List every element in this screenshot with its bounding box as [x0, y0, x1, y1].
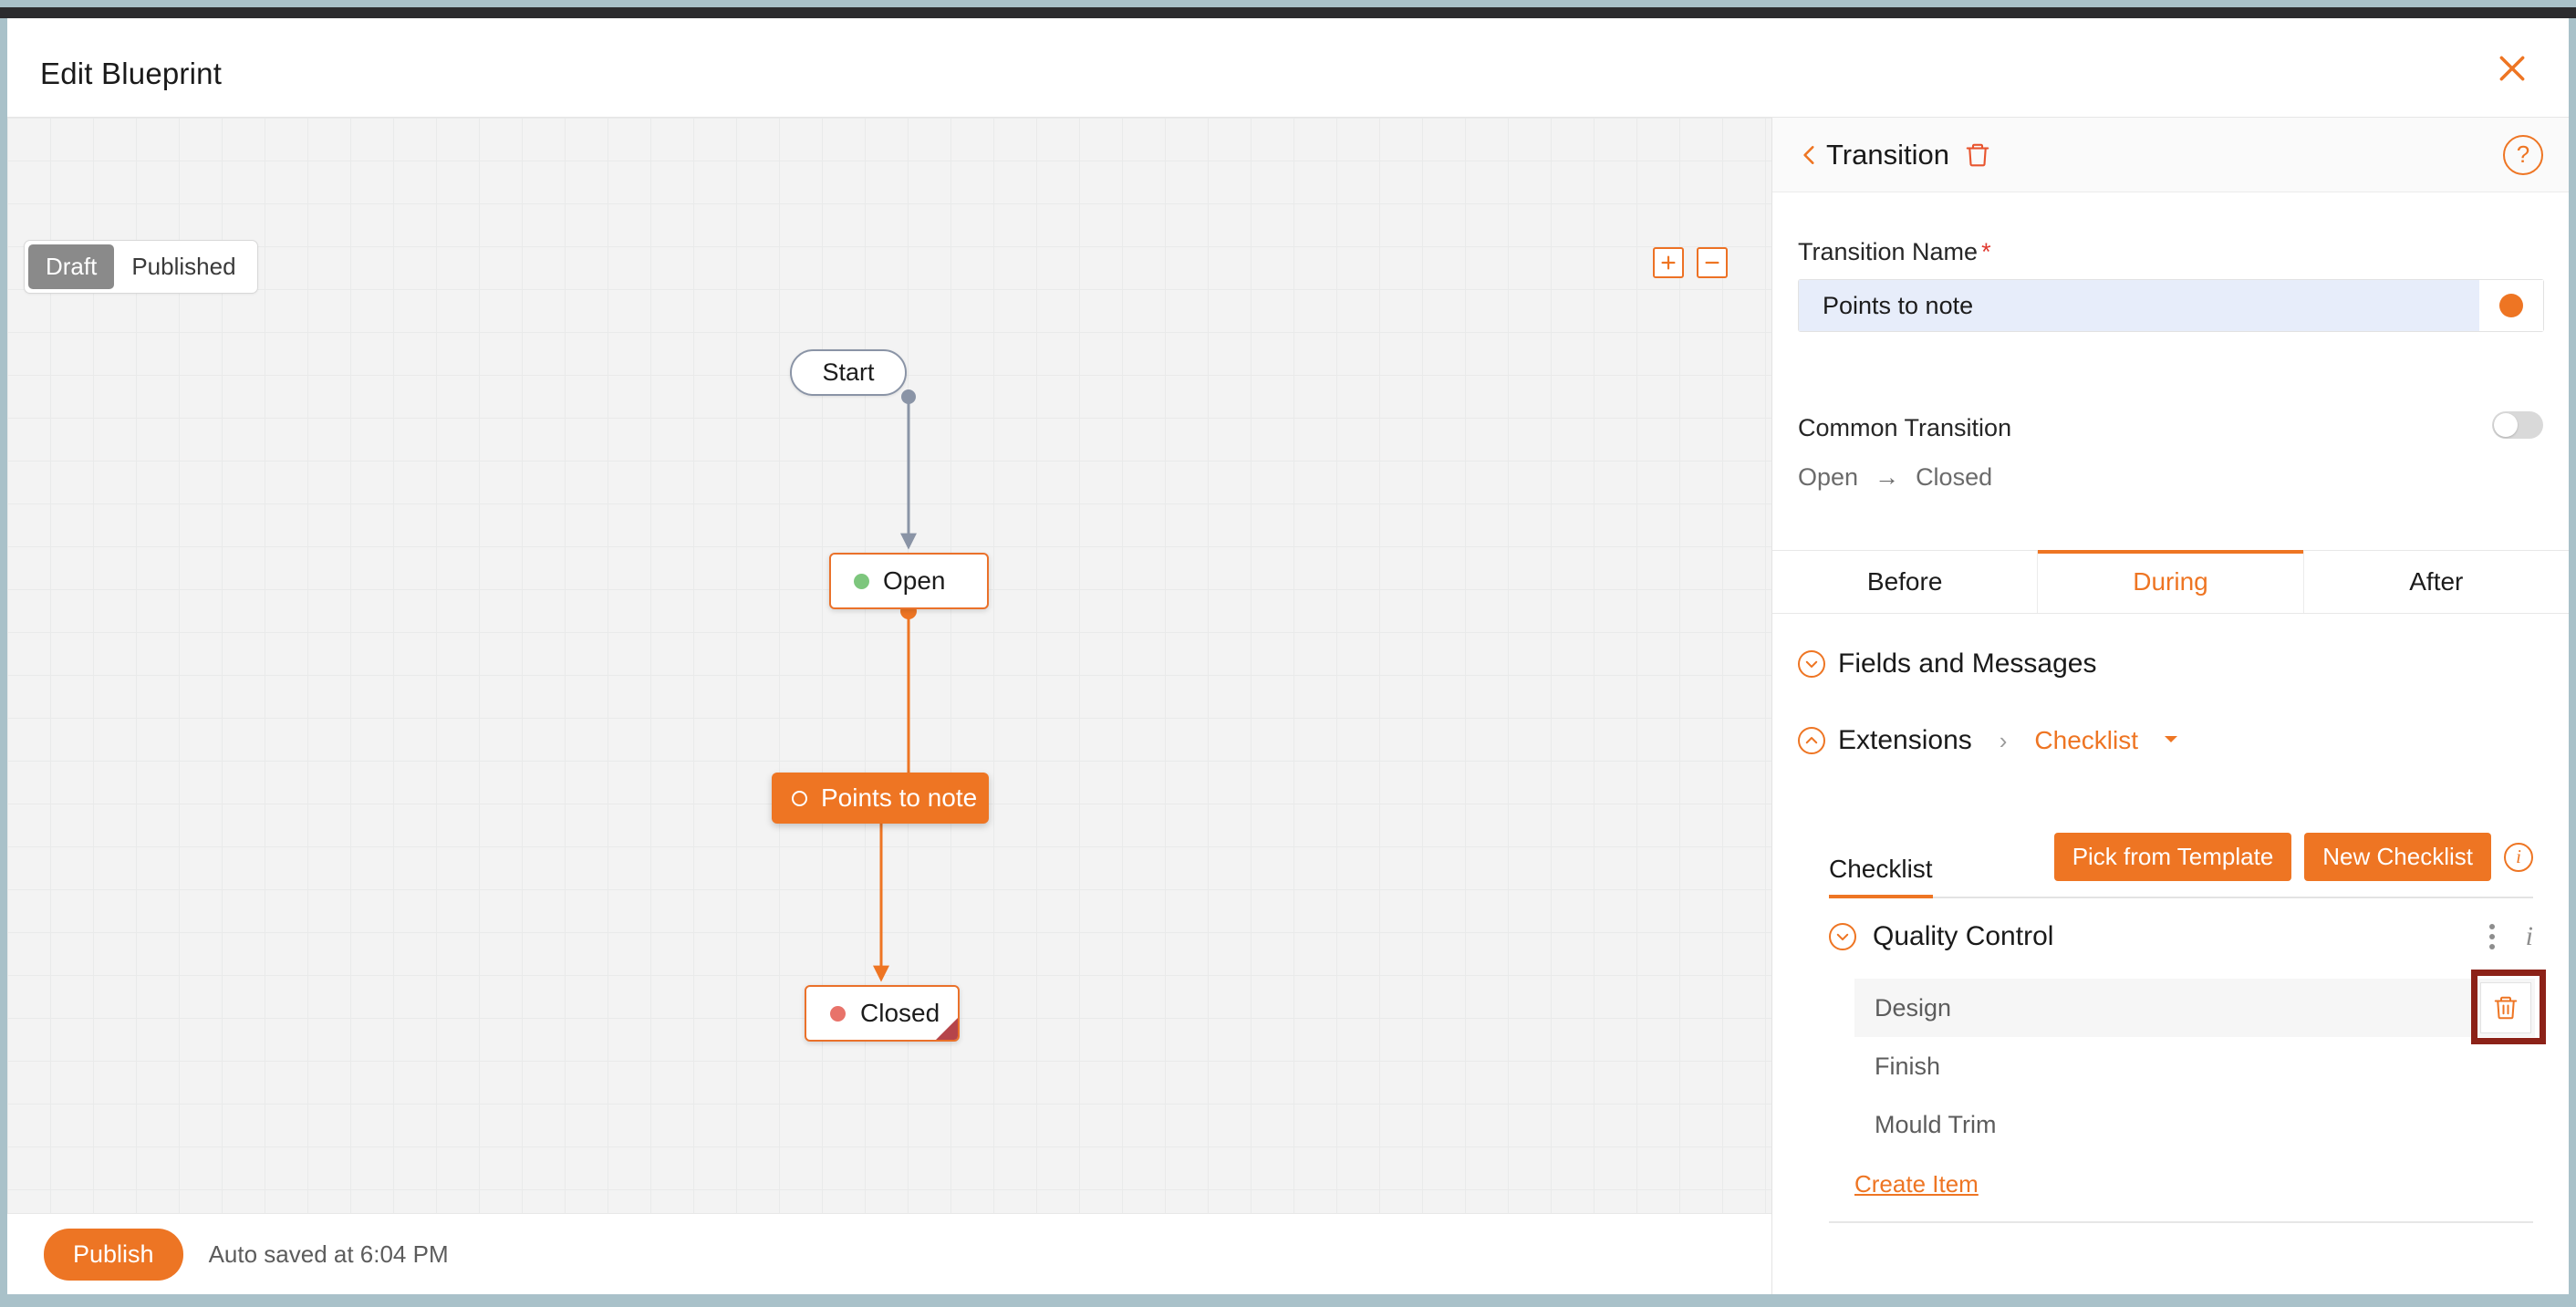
zoom-out-icon[interactable] — [1697, 247, 1728, 278]
toggle-option-draft[interactable]: Draft — [28, 244, 115, 289]
chevron-left-icon[interactable] — [1798, 140, 1822, 171]
info-icon[interactable]: i — [2504, 842, 2533, 872]
chevron-down-icon[interactable] — [1798, 650, 1825, 678]
flow-to-state: Closed — [1916, 463, 1993, 491]
panel-body: Transition Name* Common Transition Open … — [1772, 192, 2569, 1294]
transition-flow-summary: Open → Closed — [1798, 463, 1992, 492]
flow-node-start[interactable]: Start — [790, 349, 907, 396]
info-icon[interactable]: i — [2525, 921, 2533, 951]
common-transition-label: Common Transition — [1798, 414, 2012, 441]
common-transition-toggle[interactable] — [2492, 411, 2543, 439]
help-button[interactable]: ? — [2503, 134, 2543, 175]
checklist-item-label: Finish — [1875, 1052, 1941, 1080]
edit-blueprint-modal: Edit Blueprint — [7, 18, 2569, 1294]
toggle-option-published[interactable]: Published — [131, 253, 236, 280]
checklist-item-label: Design — [1875, 993, 1952, 1022]
flow-node-start-label: Start — [822, 358, 875, 386]
autosave-status: Auto saved at 6:04 PM — [208, 1240, 449, 1268]
arrow-right-icon: → — [1875, 463, 1900, 491]
section-fields-label: Fields and Messages — [1838, 648, 2097, 679]
browser-chrome-bar — [0, 7, 2576, 18]
section-extensions-label: Extensions — [1838, 725, 1972, 755]
tab-after[interactable]: After — [2303, 551, 2569, 613]
transition-name-field[interactable] — [1798, 279, 2544, 332]
modal-footer: Publish Auto saved at 6:04 PM — [7, 1213, 1771, 1294]
state-dot-icon — [854, 573, 869, 589]
pick-from-template-button[interactable]: Pick from Template — [2053, 833, 2292, 881]
list-item[interactable]: Design — [1854, 970, 2546, 1044]
list-item[interactable]: Mould Trim — [1854, 1095, 2535, 1154]
divider — [1829, 1221, 2533, 1223]
new-checklist-button[interactable]: New Checklist — [2304, 833, 2491, 881]
panel-title: Transition — [1826, 138, 1949, 171]
transition-ring-icon — [792, 790, 807, 806]
checklist-tabbar: Checklist Pick from Template New Checkli… — [1829, 831, 2533, 898]
breadcrumb-current[interactable]: Checklist — [2034, 726, 2139, 754]
breadcrumb-separator: › — [1999, 726, 2008, 754]
phase-tabs: Before During After — [1772, 550, 2569, 614]
flow-node-points-to-note-label: Points to note — [821, 783, 978, 812]
transition-name-label: Transition Name* — [1798, 238, 1991, 265]
corner-flag-icon — [936, 1018, 958, 1040]
flow-node-open[interactable]: Open — [829, 553, 989, 609]
modal-header: Edit Blueprint — [7, 18, 2569, 118]
checklist-group-name: Quality Control — [1873, 921, 2054, 951]
checklist-item-label: Mould Trim — [1875, 1110, 1997, 1138]
close-icon[interactable] — [2488, 44, 2537, 93]
draft-published-toggle[interactable]: Draft Published — [24, 240, 258, 294]
page-title: Edit Blueprint — [40, 57, 223, 90]
section-extensions[interactable]: Extensions › Checklist — [1798, 725, 2180, 756]
tab-checklist[interactable]: Checklist — [1829, 855, 1933, 898]
blueprint-canvas[interactable]: Draft Published Start — [7, 118, 1771, 1213]
section-fields-and-messages[interactable]: Fields and Messages — [1798, 648, 2096, 679]
kebab-menu-icon[interactable] — [2486, 920, 2498, 953]
status-dot-wrap — [2479, 280, 2543, 331]
transition-properties-panel: Transition ? Transition Name* — [1771, 118, 2569, 1294]
zoom-in-icon[interactable] — [1653, 247, 1684, 278]
chevron-down-icon[interactable] — [1829, 923, 1856, 950]
checklist-items: Design Finish — [1854, 970, 2546, 1154]
panel-header: Transition ? — [1772, 118, 2569, 192]
create-item-link[interactable]: Create Item — [1854, 1170, 1979, 1198]
tab-before[interactable]: Before — [1772, 551, 2039, 613]
toggle-knob — [2494, 413, 2518, 437]
flow-edges — [873, 389, 917, 982]
flow-from-state: Open — [1798, 463, 1859, 491]
checklist-group-actions: i — [2486, 920, 2533, 953]
transition-name-input[interactable] — [1799, 280, 2479, 331]
publish-button[interactable]: Publish — [44, 1228, 183, 1281]
flow-node-points-to-note[interactable]: Points to note — [772, 773, 989, 824]
chevron-up-icon[interactable] — [1798, 727, 1825, 754]
status-dot-icon — [2499, 294, 2523, 317]
trash-icon[interactable] — [2480, 982, 2531, 1033]
state-dot-icon — [830, 1005, 846, 1022]
checklist-actions: Pick from Template New Checklist i — [2053, 833, 2533, 881]
flow-node-open-label: Open — [883, 566, 946, 595]
checklist-group-header: Quality Control i — [1829, 920, 2533, 953]
tab-during[interactable]: During — [2038, 550, 2304, 613]
flow-node-closed[interactable]: Closed — [805, 985, 960, 1042]
flow-node-closed-label: Closed — [860, 999, 940, 1027]
required-marker: * — [1981, 238, 1991, 265]
caret-down-icon[interactable] — [2162, 730, 2180, 752]
trash-icon[interactable] — [1964, 141, 1991, 169]
list-item[interactable]: Finish — [1854, 1037, 2535, 1095]
zoom-controls — [1653, 247, 1728, 278]
